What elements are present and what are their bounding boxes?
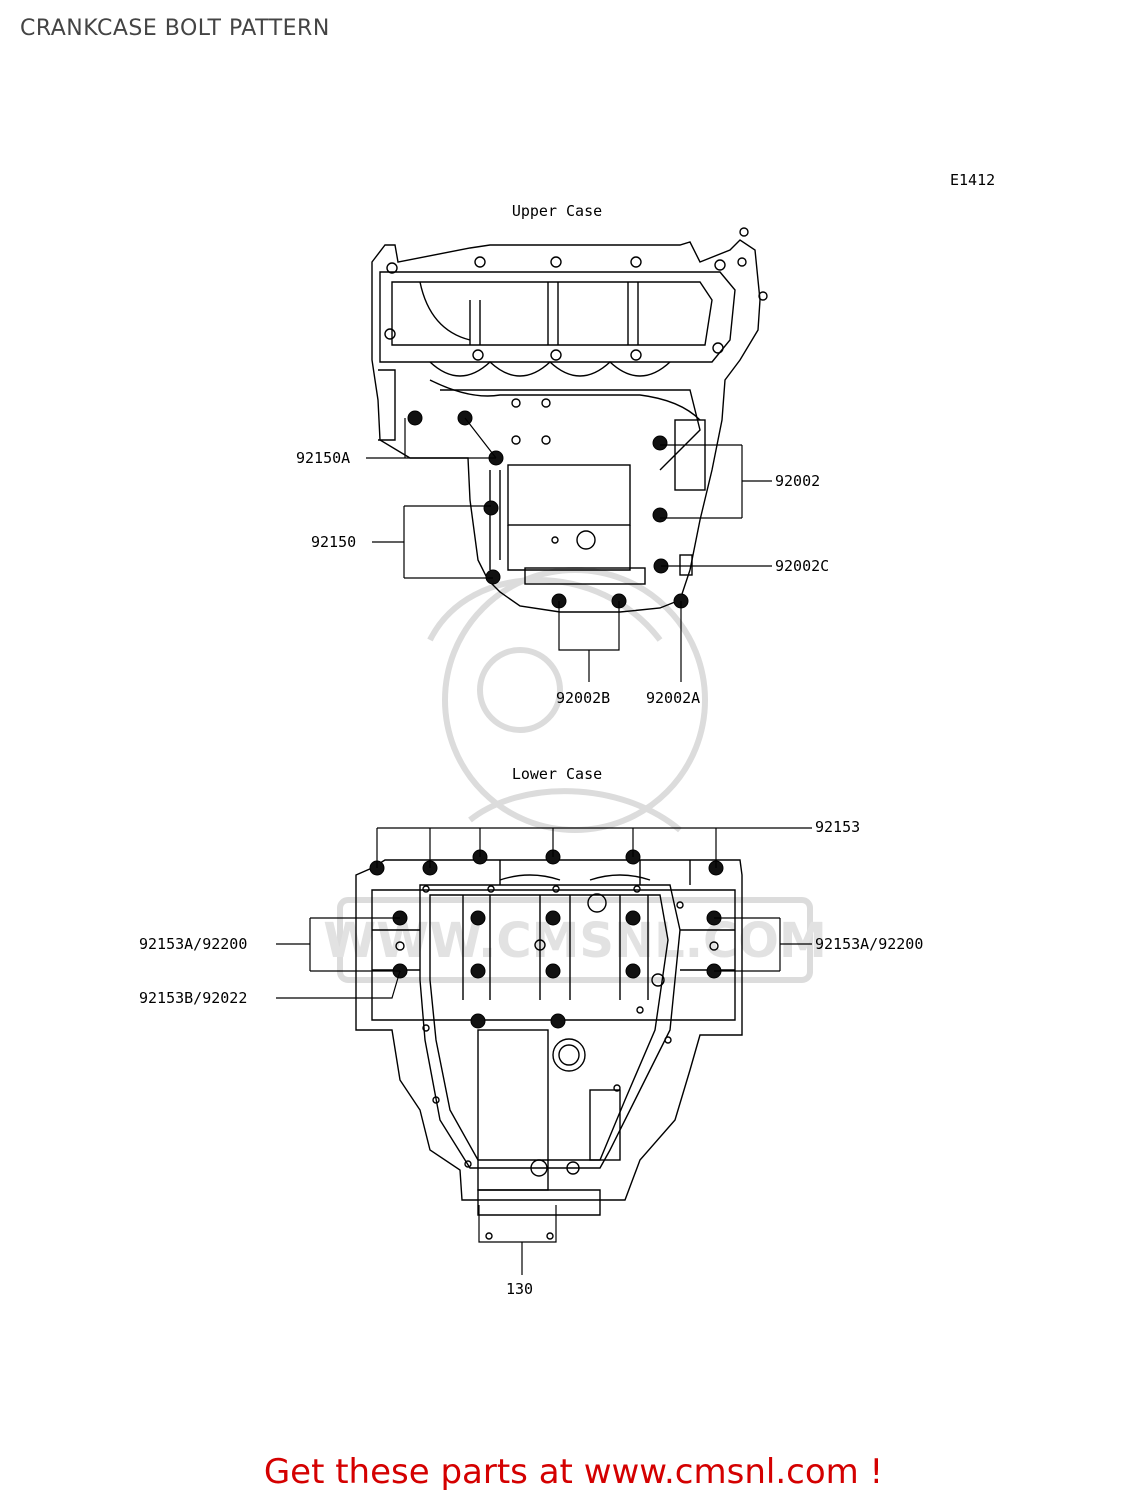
promo-banner: Get these parts at www.cmsnl.com !	[0, 1452, 1147, 1492]
label-92153a-92200-left: 92153A/92200	[139, 935, 247, 953]
upper-case-heading: Upper Case	[512, 202, 602, 220]
page-title: CRANKCASE BOLT PATTERN	[20, 16, 330, 41]
lower-case-heading: Lower Case	[512, 765, 602, 783]
upper-case-leaders	[366, 417, 772, 682]
lower-case-leaders	[276, 827, 812, 1275]
promo-suffix: !	[858, 1452, 884, 1492]
label-92002b: 92002B	[556, 689, 610, 707]
promo-link[interactable]: www.cmsnl.com	[583, 1452, 859, 1492]
upper-case-bolts	[407, 410, 689, 609]
upper-case-holes	[384, 227, 768, 550]
watermark-text: WWW.CMSNL.COM	[323, 913, 827, 969]
watermark-logo	[337, 567, 813, 983]
label-92153a-92200-right: 92153A/92200	[815, 935, 923, 953]
label-92002a: 92002A	[646, 689, 700, 707]
promo-prefix: Get these parts at	[263, 1452, 584, 1492]
label-92153: 92153	[815, 818, 860, 836]
upper-case-drawing	[371, 239, 761, 613]
label-92002c: 92002C	[775, 557, 829, 575]
diagram-code: E1412	[950, 171, 995, 189]
label-92002: 92002	[775, 472, 820, 490]
label-92150a: 92150A	[296, 449, 350, 467]
label-130: 130	[506, 1280, 533, 1298]
lower-case-holes	[395, 885, 719, 1240]
label-92153b-92022: 92153B/92022	[139, 989, 247, 1007]
lower-case-bolts	[369, 849, 724, 1029]
label-92150: 92150	[311, 533, 356, 551]
